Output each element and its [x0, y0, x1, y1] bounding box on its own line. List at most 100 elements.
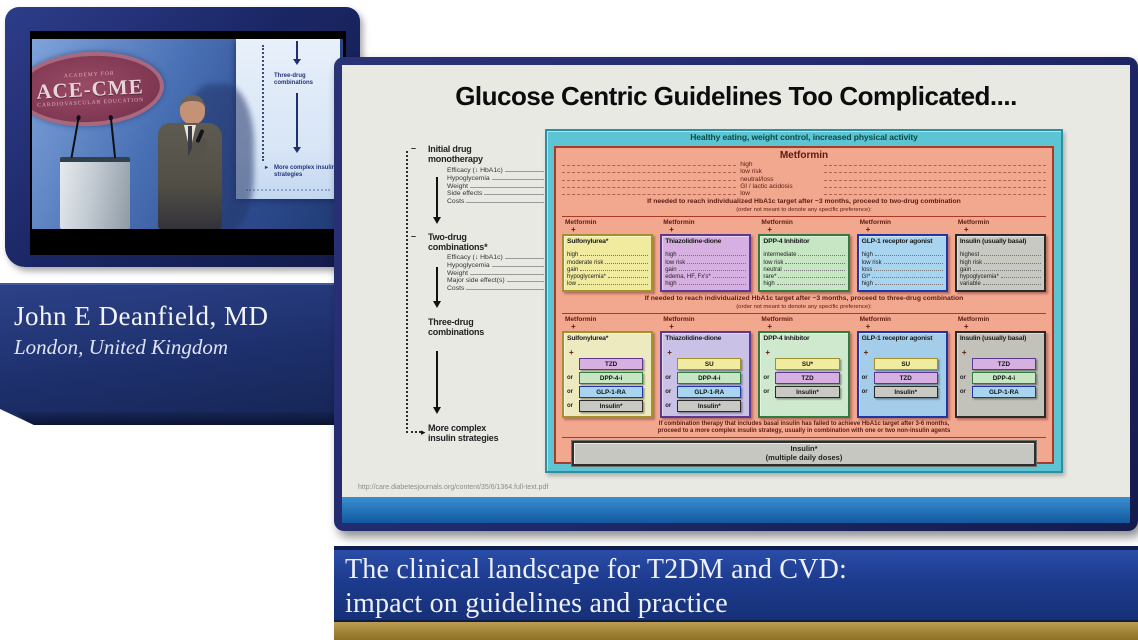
- attribute-value: low risk: [861, 259, 882, 266]
- option-chip: Insulin*: [873, 386, 938, 399]
- attribute-value: intermediate: [763, 252, 797, 259]
- attribute-row: gain: [567, 266, 649, 274]
- note-subtext: (order not meant to denote any specific …: [736, 206, 872, 213]
- slide-panel: Glucose Centric Guidelines Too Complicat…: [334, 57, 1138, 531]
- attribute-value: high: [740, 161, 753, 168]
- option-chip: GLP-1-RA: [971, 386, 1037, 399]
- stage-label-monotherapy: Initial drug monotherapy: [411, 143, 512, 164]
- attribute-row: edema, HF, Fx's*: [665, 274, 747, 281]
- drug-name: DPP-4 Inhibitor: [763, 238, 810, 246]
- attribute-row: gain: [665, 267, 747, 274]
- option-chip: TZD: [971, 358, 1037, 371]
- leader-line: [466, 202, 544, 204]
- column-header: Metformin+: [955, 219, 1046, 234]
- three-drug-transition-note: If needed to reach individualized HbA1c …: [562, 295, 1046, 311]
- leader-line: [466, 289, 544, 291]
- leader-line: [874, 255, 943, 257]
- or-label: or: [567, 389, 573, 396]
- leader-line: [506, 281, 544, 283]
- plus-sign: +: [963, 322, 969, 332]
- attribute-row: GI / lactic acidosis: [562, 183, 1046, 190]
- attribute-value: high: [665, 252, 677, 259]
- divider: [562, 216, 1046, 218]
- option-chip: GLP-1-RA: [579, 386, 644, 399]
- lecture-title-line1: The clinical landscape for T2DM and CVD:: [345, 554, 848, 585]
- down-arrow-icon: [433, 351, 441, 414]
- attribute-row: highest: [959, 252, 1042, 259]
- drug-name: DPP-4 Inhibitor: [763, 335, 810, 343]
- criterion-label: Costs: [447, 198, 465, 206]
- criterion-label: Costs: [447, 285, 465, 293]
- option-chip: TZD: [873, 372, 938, 385]
- plus-sign: +: [863, 348, 869, 358]
- option-chip: Insulin*: [677, 400, 742, 413]
- or-label: or: [567, 403, 573, 410]
- or-label: or: [665, 375, 672, 382]
- divider: [562, 313, 1046, 315]
- leader-line: [982, 284, 1042, 286]
- option-chip: DPP-4-i: [677, 372, 742, 385]
- insulin-strategy-note: If combination therapy that includes bas…: [562, 421, 1046, 435]
- column-header: Metformin+: [660, 219, 751, 234]
- base-drug-label: Metformin: [957, 316, 990, 324]
- projected-label: Three-drug combinations: [274, 73, 314, 86]
- attribute-row: low risk: [862, 260, 943, 267]
- base-drug-label: Metformin: [859, 316, 892, 324]
- leader-line: [874, 269, 943, 271]
- video-player[interactable]: ACADEMY FOR ACE-CME CARDIOVASCULAR EDUCA…: [30, 31, 346, 255]
- criterion-label: Efficacy (↓ HbA1c): [447, 167, 503, 174]
- attribute-row: GI*: [862, 274, 943, 281]
- leader-line: [504, 171, 544, 172]
- attribute-value: highest: [959, 252, 980, 259]
- criterion-label: Weight: [447, 182, 469, 190]
- leader-line: [824, 165, 1046, 166]
- attribute-value: gain: [567, 266, 579, 273]
- note-text: proceed to a more complex insulin strate…: [657, 427, 951, 434]
- criterion-row: Costs: [447, 198, 544, 206]
- leader-line: [973, 269, 1042, 271]
- slide-title: Glucose Centric Guidelines Too Complicat…: [455, 81, 1017, 111]
- drug-name: GLP-1 receptor agonist: [861, 335, 933, 343]
- leader-line: [824, 179, 1046, 181]
- plus-sign: +: [667, 348, 672, 358]
- drug-name: Thiazolidine-dione: [665, 335, 722, 343]
- criterion-label: Efficacy (↓ HbA1c): [447, 254, 503, 261]
- projected-label: More complex insulin strategies: [265, 165, 338, 178]
- option-row: SU: [665, 358, 746, 371]
- column-header: Metformin+: [857, 316, 948, 331]
- leader-line: [712, 276, 747, 278]
- attribute-value: high: [861, 281, 873, 288]
- column-header: Metformin+: [660, 316, 751, 331]
- criterion-row: Side effects: [447, 190, 544, 198]
- presenter-figure: [150, 91, 226, 229]
- lifestyle-banner: Healthy eating, weight control, increase…: [690, 132, 918, 142]
- attribute-value: GI*: [861, 273, 871, 280]
- leader-line: [883, 262, 943, 264]
- criterion-row: Costs: [447, 285, 544, 293]
- leader-line: [687, 262, 747, 264]
- leader-line: [491, 265, 544, 267]
- leader-line: [776, 284, 845, 286]
- attribute-row: gain: [960, 267, 1042, 274]
- option-row: or DPP-4-i: [665, 372, 746, 385]
- or-label: or: [861, 389, 868, 396]
- source-url: http://care.diabetesjournals.org/content…: [358, 484, 549, 491]
- attribute-row: hypoglycemia*: [960, 274, 1042, 281]
- pace-cme-logo: ACADEMY FOR ACE-CME CARDIOVASCULAR EDUCA…: [32, 48, 166, 130]
- leader-line: [562, 172, 737, 174]
- treatment-algorithm-figure: Healthy eating, weight control, increase…: [545, 129, 1063, 473]
